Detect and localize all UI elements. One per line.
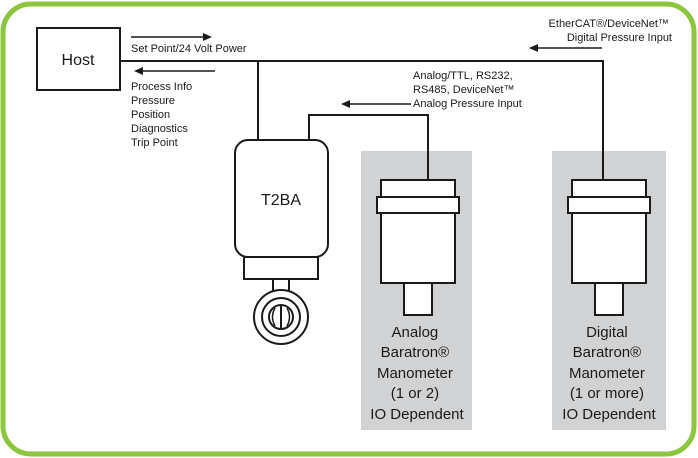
host-box <box>36 27 121 91</box>
setpoint-label: Set Point/24 Volt Power <box>131 43 247 55</box>
digital-input-label: EtherCAT®/DeviceNet™ Digital Pressure In… <box>549 18 672 44</box>
arrow-left-icon <box>341 100 411 108</box>
output-item: Process Info <box>131 81 192 93</box>
arrow-right-icon <box>131 33 212 41</box>
analog-gauge-caption: Analog Baratron® Manometer (1 or 2) IO D… <box>370 324 464 423</box>
analog-link-line <box>308 114 429 180</box>
arrow-left-icon <box>134 67 215 75</box>
digital-manometer <box>567 179 651 316</box>
output-item: Position <box>131 109 170 121</box>
analog-manometer <box>376 179 460 316</box>
output-item: Pressure <box>131 95 175 107</box>
valve-icon <box>253 289 309 345</box>
host-label: Host <box>62 52 95 69</box>
arrow-left-icon <box>529 44 602 52</box>
output-item: Trip Point <box>131 137 178 149</box>
outputs-label: Process Info Pressure Position Diagnosti… <box>131 81 195 149</box>
controller-base <box>243 256 319 280</box>
digital-gauge-caption: Digital Baratron® Manometer (1 or more) … <box>562 324 656 423</box>
controller-label: T2BA <box>261 192 301 209</box>
analog-input-label: Analog/TTL, RS232, RS485, DeviceNet™ Ana… <box>413 70 522 110</box>
main-bus-line <box>120 60 604 180</box>
output-item: Diagnostics <box>131 123 188 135</box>
